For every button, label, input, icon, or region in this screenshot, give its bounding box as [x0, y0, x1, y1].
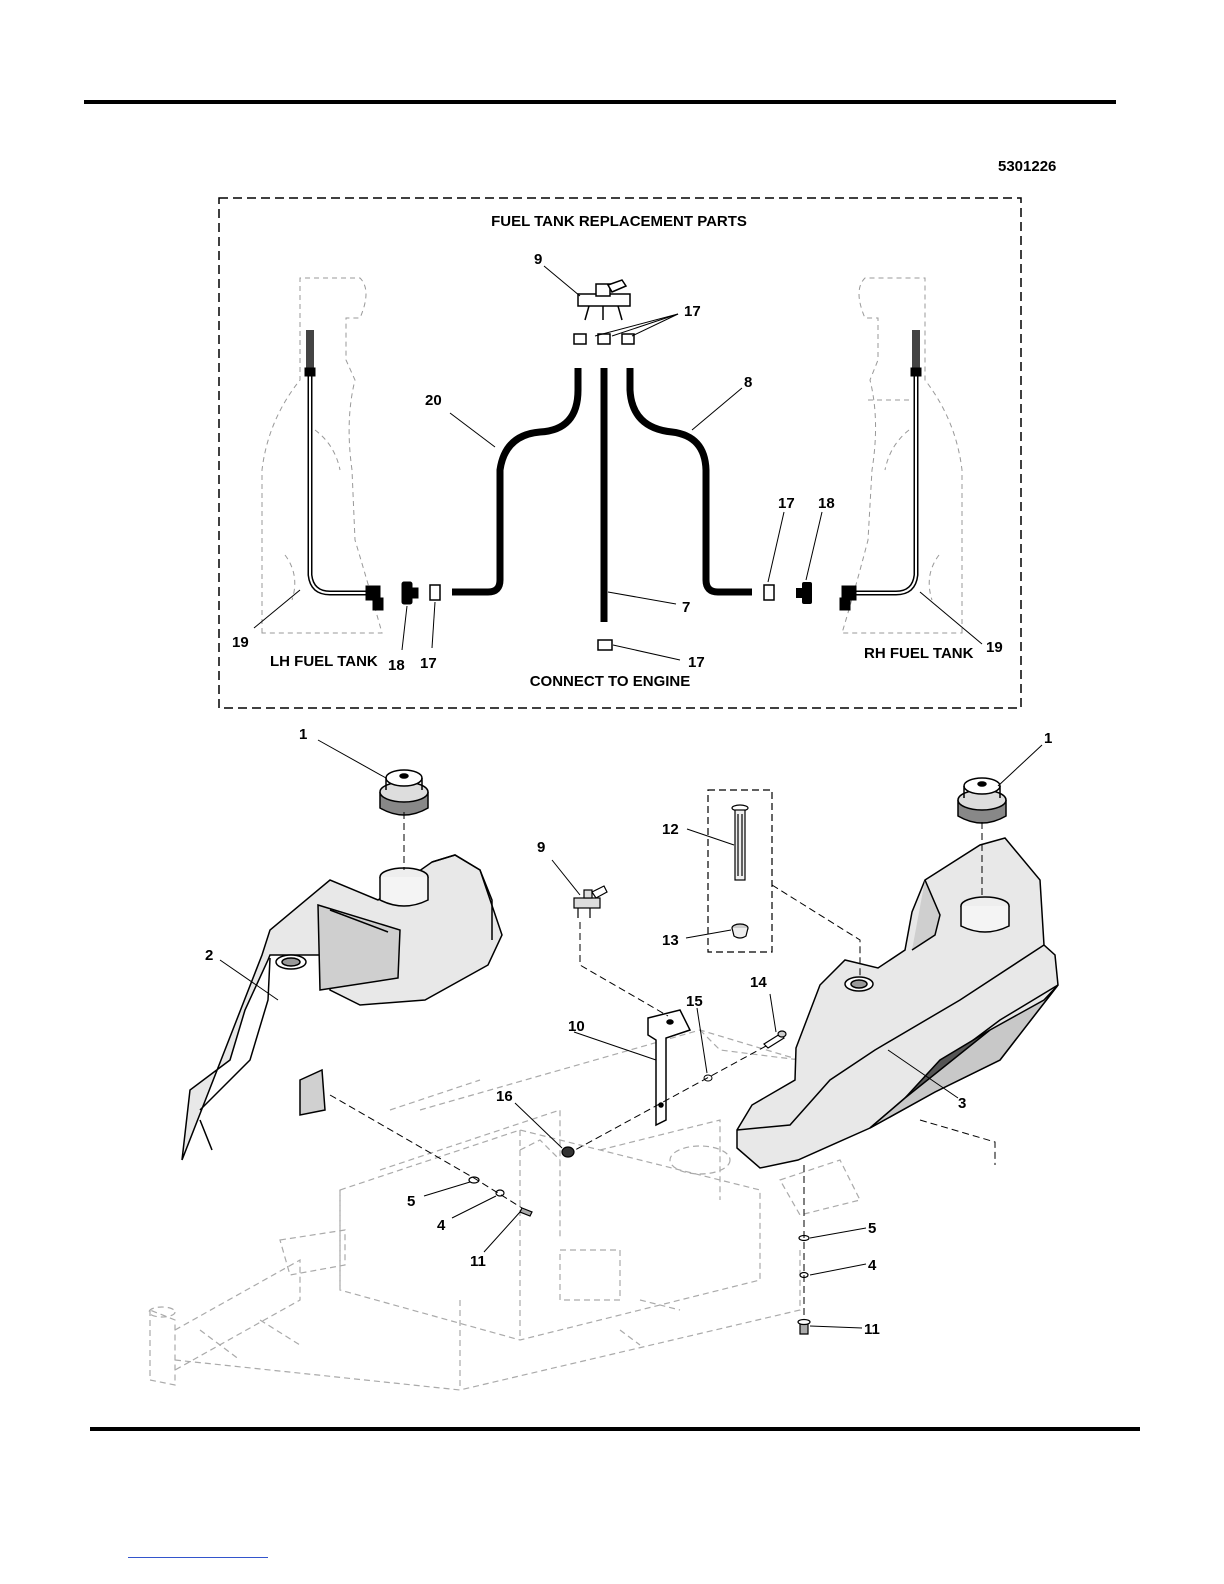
rh-fuel-tank-label: RH FUEL TANK — [864, 645, 974, 662]
inset-leader-lines — [254, 266, 982, 660]
engine-clamp — [598, 640, 612, 650]
inset-fuel-valve — [578, 280, 630, 320]
callout-inset-18-rh: 18 — [818, 495, 835, 512]
inset-top-clamps — [574, 334, 634, 344]
callout-inset-9: 9 — [534, 251, 542, 268]
callout-main-5-rh: 5 — [868, 1220, 876, 1237]
lh-hardware — [469, 1177, 532, 1216]
lh-grommet — [402, 582, 418, 604]
inset-frame — [219, 198, 1021, 708]
main-fuel-valve — [574, 886, 607, 918]
callout-main-10: 10 — [568, 1018, 585, 1035]
rh-tank-ghost-outline — [842, 278, 962, 633]
callout-main-1-rh: 1 — [1044, 730, 1052, 747]
callout-main-1-lh: 1 — [299, 726, 307, 743]
callout-inset-19-lh: 19 — [232, 634, 249, 651]
inset-hoses — [452, 368, 752, 622]
lh-tank-ghost-outline — [262, 278, 382, 633]
lh-clamp — [430, 585, 440, 600]
callout-main-2: 2 — [205, 947, 213, 964]
callout-main-14: 14 — [750, 974, 767, 991]
callout-inset-17-rh: 17 — [778, 495, 795, 512]
callout-inset-7: 7 — [682, 599, 690, 616]
callout-inset-18-lh: 18 — [388, 657, 405, 674]
callout-main-5-lh: 5 — [407, 1193, 415, 1210]
callout-main-4-lh: 4 — [437, 1217, 446, 1234]
callout-main-3: 3 — [958, 1095, 966, 1112]
callout-main-13: 13 — [662, 932, 679, 949]
callout-main-9: 9 — [537, 839, 545, 856]
hose-20 — [452, 368, 578, 592]
callout-inset-19-rh: 19 — [986, 639, 1003, 656]
callout-main-16: 16 — [496, 1088, 513, 1105]
callout-main-11-rh: 11 — [864, 1321, 880, 1338]
lh-fuel-tank — [182, 855, 502, 1160]
callout-inset-17-engine: 17 — [688, 654, 705, 671]
rh-clamp — [764, 585, 774, 600]
callout-main-4-rh: 4 — [868, 1257, 877, 1274]
footer-rule — [90, 1427, 1140, 1431]
nut-16 — [562, 1147, 574, 1157]
callout-inset-17-top: 17 — [684, 303, 701, 320]
bolt-14 — [764, 1031, 786, 1048]
callout-inset-8: 8 — [744, 374, 752, 391]
valve-bracket — [648, 1010, 690, 1125]
rh-grommet — [796, 582, 812, 604]
sight-gauge — [732, 805, 748, 880]
gauge-grommet — [732, 924, 748, 938]
inset-title: FUEL TANK REPLACEMENT PARTS — [491, 213, 747, 230]
callout-inset-17-lh: 17 — [420, 655, 437, 672]
lh-fuel-tank-label: LH FUEL TANK — [270, 653, 378, 670]
rh-fuel-tank — [737, 838, 1058, 1168]
callout-inset-20: 20 — [425, 392, 442, 409]
callout-main-11-lh: 11 — [470, 1253, 486, 1270]
lh-fuel-tube — [305, 330, 383, 610]
footer-link-underline[interactable] — [128, 1557, 268, 1558]
hose-8 — [630, 368, 752, 592]
lh-fuel-cap — [380, 770, 428, 815]
callout-main-15: 15 — [686, 993, 703, 1010]
callout-main-12: 12 — [662, 821, 679, 838]
connect-to-engine-label: CONNECT TO ENGINE — [530, 673, 691, 690]
rh-fuel-tube — [840, 330, 921, 610]
